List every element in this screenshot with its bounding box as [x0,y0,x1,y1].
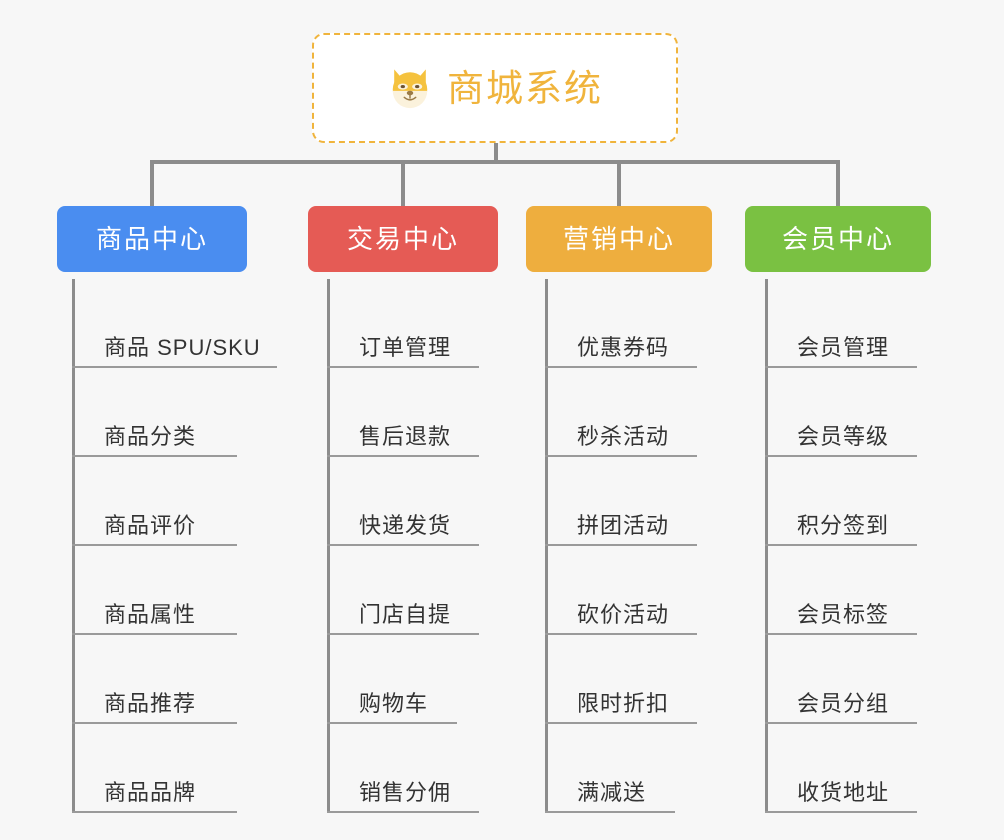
category-box-product[interactable]: 商品中心 [57,206,247,272]
leaf-item[interactable]: 满减送 [545,724,675,813]
leaf-item[interactable]: 拼团活动 [545,457,697,546]
category-label: 会员中心 [781,224,894,254]
leaf-label: 商品推荐 [104,691,197,716]
branch-spine [72,279,75,813]
leaf-label: 商品 SPU/SKU [104,335,261,360]
category-label: 商品中心 [95,224,208,254]
leaf-item[interactable]: 商品分类 [72,368,237,457]
leaf-label: 售后退款 [359,424,452,449]
leaf-label: 门店自提 [359,602,452,627]
connector-drop-4 [836,160,840,206]
leaf-label: 满减送 [577,780,647,805]
category-label: 营销中心 [562,224,675,254]
leaf-label: 会员标签 [797,602,890,627]
leaf-item[interactable]: 会员管理 [765,279,917,368]
leaf-label: 商品评价 [104,513,197,538]
leaf-item[interactable]: 秒杀活动 [545,368,697,457]
leaf-item[interactable]: 会员标签 [765,546,917,635]
leaf-label: 订单管理 [359,335,452,360]
leaf-label: 会员分组 [797,691,890,716]
leaf-item[interactable]: 会员等级 [765,368,917,457]
dog-face-icon [392,69,428,109]
leaf-item[interactable]: 会员分组 [765,635,917,724]
leaf-item[interactable]: 商品推荐 [72,635,237,724]
category-box-trade[interactable]: 交易中心 [308,206,498,272]
leaf-item[interactable]: 优惠券码 [545,279,697,368]
leaf-item[interactable]: 售后退款 [327,368,479,457]
leaf-item[interactable]: 门店自提 [327,546,479,635]
leaf-item[interactable]: 购物车 [327,635,457,724]
leaf-label: 优惠券码 [577,335,670,360]
leaf-item[interactable]: 商品属性 [72,546,237,635]
connector-horizontal-bus [150,160,840,164]
root-node[interactable]: 商城系统 [312,33,678,143]
leaf-label: 限时折扣 [577,691,670,716]
category-label: 交易中心 [346,224,459,254]
leaf-item[interactable]: 砍价活动 [545,546,697,635]
branch-spine [545,279,548,813]
leaf-item[interactable]: 商品 SPU/SKU [72,279,277,368]
leaf-label: 购物车 [359,691,429,716]
category-box-marketing[interactable]: 营销中心 [526,206,712,272]
leaf-item[interactable]: 限时折扣 [545,635,697,724]
leaf-item[interactable]: 快递发货 [327,457,479,546]
leaf-label: 会员等级 [797,424,890,449]
leaf-item[interactable]: 商品品牌 [72,724,237,813]
leaf-item[interactable]: 销售分佣 [327,724,479,813]
leaf-label: 会员管理 [797,335,890,360]
connector-drop-1 [150,160,154,206]
leaf-label: 秒杀活动 [577,424,670,449]
leaf-label: 销售分佣 [359,780,452,805]
leaf-label: 商品属性 [104,602,197,627]
category-box-member[interactable]: 会员中心 [745,206,931,272]
leaf-label: 快递发货 [359,513,452,538]
leaf-item[interactable]: 收货地址 [765,724,917,813]
leaf-label: 积分签到 [797,513,890,538]
leaf-item[interactable]: 订单管理 [327,279,479,368]
connector-root-stem [494,143,498,163]
connector-drop-3 [617,160,621,206]
root-title: 商城系统 [447,67,603,109]
leaf-item[interactable]: 积分签到 [765,457,917,546]
leaf-item[interactable]: 商品评价 [72,457,237,546]
branch-spine [327,279,330,813]
leaf-label: 拼团活动 [577,513,670,538]
branch-spine [765,279,768,813]
leaf-label: 商品分类 [104,424,197,449]
leaf-label: 收货地址 [797,780,890,805]
leaf-label: 砍价活动 [577,602,670,627]
leaf-label: 商品品牌 [104,780,197,805]
connector-drop-2 [401,160,405,206]
